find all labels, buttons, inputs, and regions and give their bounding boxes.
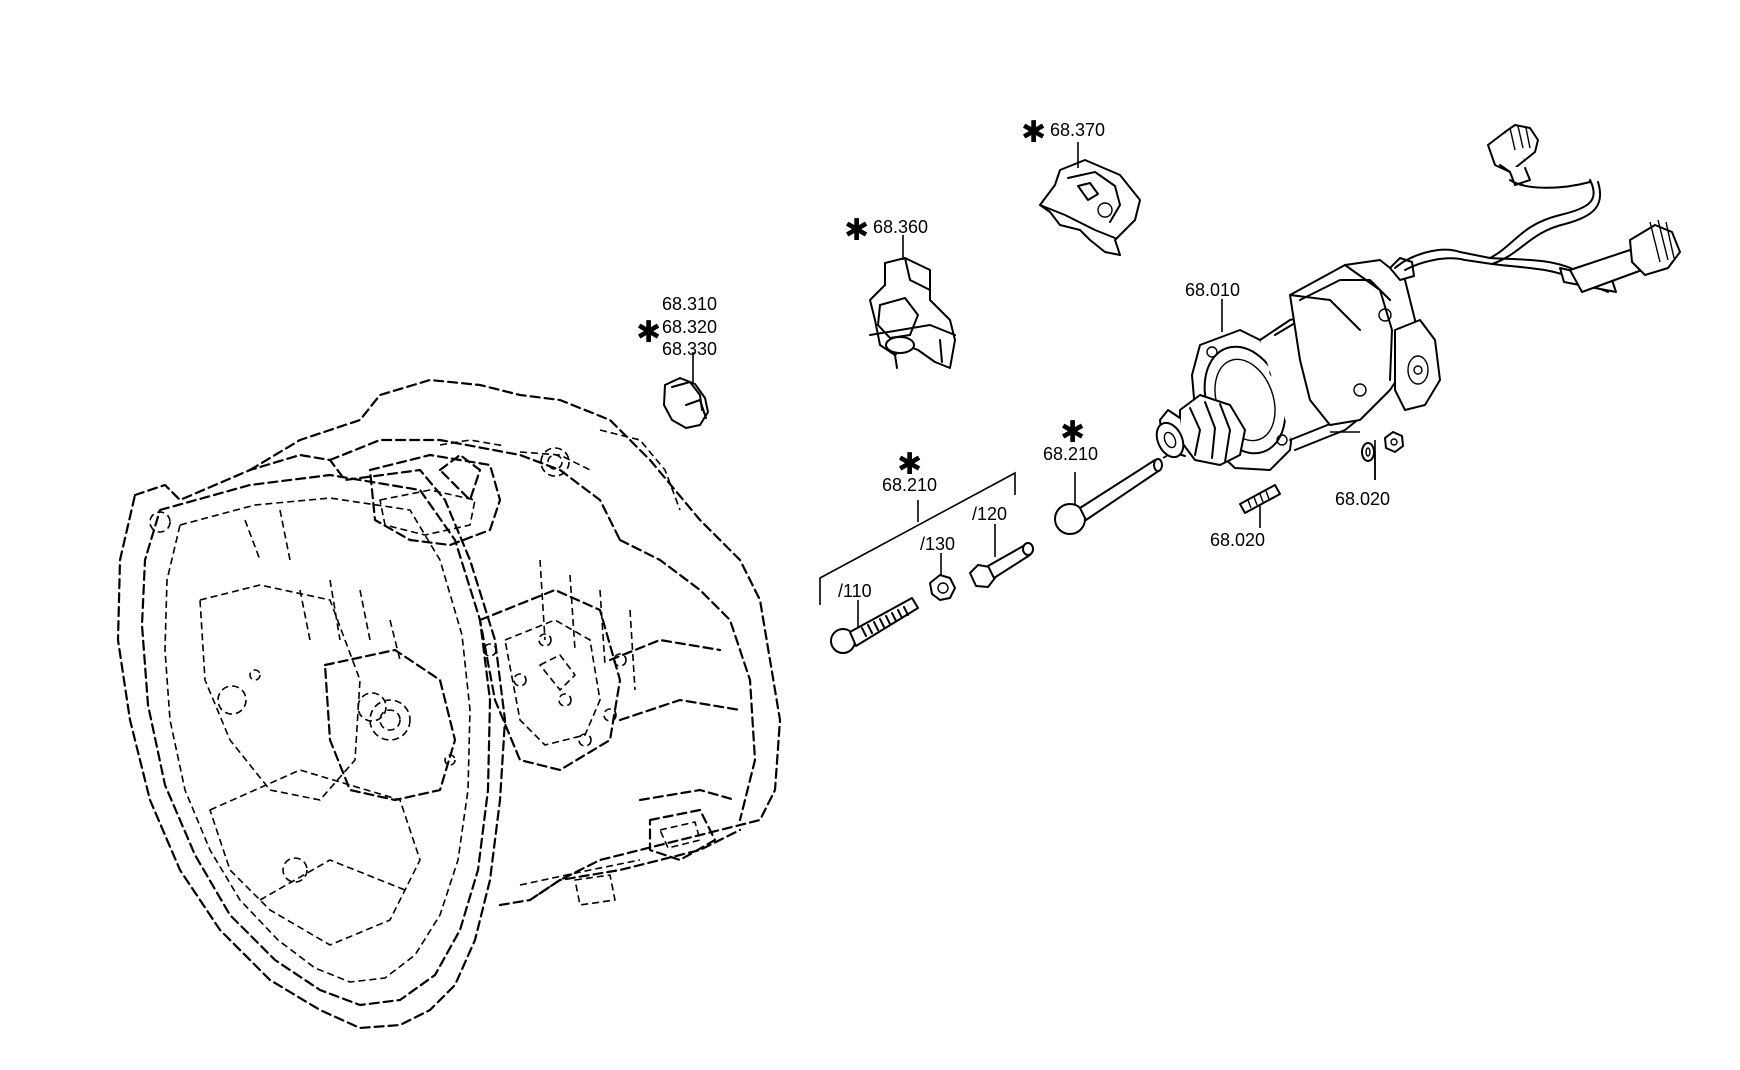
- label-68-360: 68.360: [873, 217, 928, 237]
- label-68-330: 68.330: [662, 339, 717, 359]
- label-130: /130: [920, 534, 955, 554]
- part-110-pushrod: [830, 597, 919, 654]
- label-68-320: 68.320: [662, 317, 717, 337]
- label-68-010: 68.010: [1185, 280, 1240, 300]
- part-120-bolt: [969, 524, 1034, 588]
- label-68-310: 68.310: [662, 294, 717, 314]
- part-68-360-bracket: [869, 235, 956, 369]
- label-68-370: 68.370: [1050, 120, 1105, 140]
- part-labels: 68.310 ✱ 68.320 68.330 ✱ 68.360 ✱ 68.370…: [636, 115, 1390, 601]
- part-68-210-pushrod: [1054, 447, 1181, 535]
- part-68-210-leader-bracket: [819, 471, 1016, 605]
- part-68-020-stud: [1239, 484, 1281, 528]
- label-68-020-a: 68.020: [1335, 489, 1390, 509]
- part-68-370-valve: [1039, 142, 1141, 256]
- label-68-210-a: 68.210: [882, 475, 937, 495]
- asterisk-68-210-a: ✱: [897, 447, 922, 482]
- gearbox-housing: [116, 378, 782, 1030]
- asterisk-68-370: ✱: [1021, 115, 1046, 150]
- label-68-020-b: 68.020: [1210, 530, 1265, 550]
- label-110: /110: [838, 581, 872, 601]
- part-68-330-clip: [663, 352, 709, 429]
- asterisk-68-360: ✱: [844, 213, 869, 248]
- part-68-020-nut-washer: [1330, 431, 1404, 480]
- asterisk-68-320: ✱: [636, 315, 661, 350]
- label-68-210-b: 68.210: [1043, 444, 1098, 464]
- part-68-010-clutch-actuator: [1155, 257, 1441, 471]
- part-130-nut: [929, 553, 956, 601]
- asterisk-68-210-b: ✱: [1060, 415, 1085, 450]
- label-120: /120: [972, 504, 1007, 524]
- sensor-cable-harness: [1394, 124, 1681, 293]
